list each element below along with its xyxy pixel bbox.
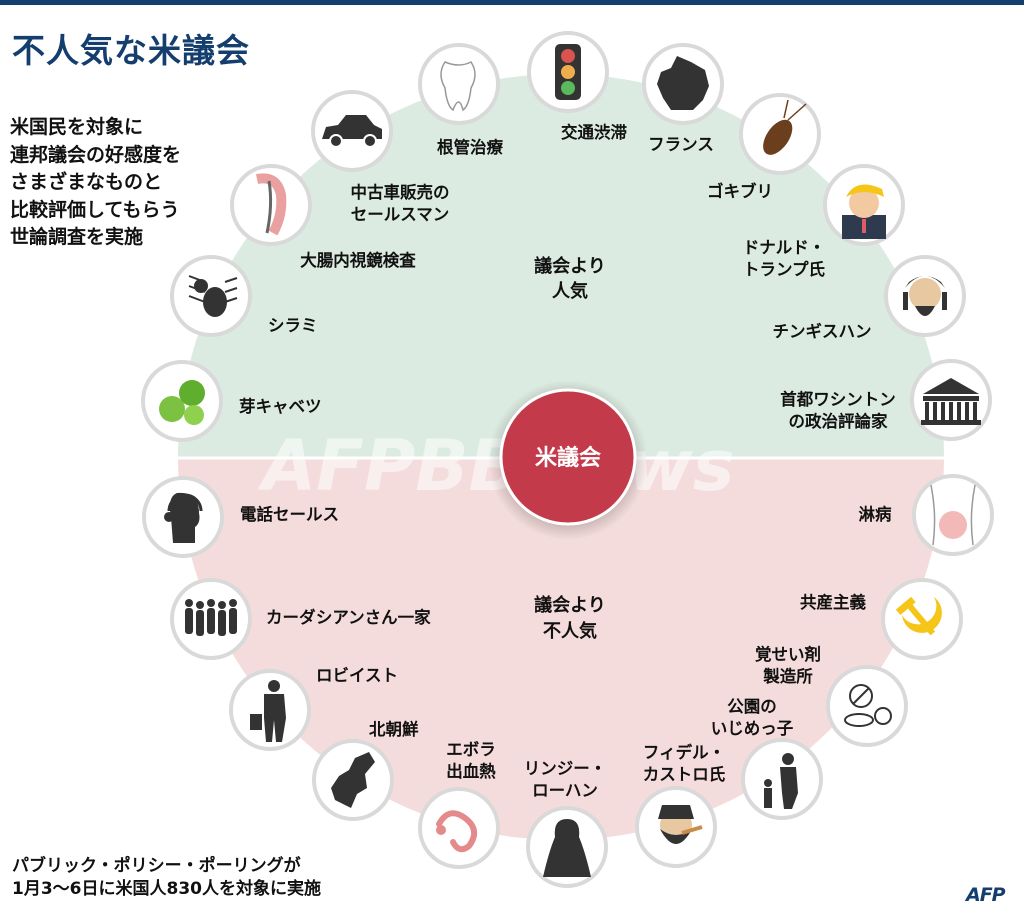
item-label: 根管治療 (437, 137, 504, 157)
more-popular-item: チンギスハン (773, 255, 966, 341)
brussels-sprouts-icon (159, 380, 205, 425)
item-label: セールスマン (351, 205, 450, 224)
ebola-virus-icon (436, 810, 478, 853)
item-label: カーダシアンさん一家 (266, 607, 431, 627)
item-label: いじめっ子 (711, 719, 794, 738)
survey-footnote: パブリック・ポリシー・ポーリングが 1月3〜6日に米国人830人を対象に実施 (12, 856, 321, 899)
genghis-khan-icon (903, 276, 947, 316)
item-label: の政治評論家 (789, 411, 889, 431)
family-group-icon (185, 599, 237, 636)
item-label: 淋病 (859, 504, 893, 524)
tooth-icon (440, 61, 476, 112)
more-popular-item: ドナルド・トランプ氏 (743, 164, 905, 279)
item-label: フィデル・ (643, 742, 725, 762)
item-label: ドナルド・ (743, 238, 826, 257)
item-label: ローハン (532, 781, 598, 800)
afp-logo: AFP (966, 884, 1006, 906)
item-label: フランス (648, 135, 714, 154)
ranked-items: 交通渋滞フランスゴキブリドナルド・トランプ氏チンギスハン首都ワシントンの政治評論… (141, 31, 994, 888)
item-label: ロビイスト (316, 666, 398, 685)
north-korea-map-icon (331, 752, 375, 808)
more-popular-item: 大腸内視鏡検査 (230, 164, 416, 270)
item-label: トランプ氏 (743, 259, 826, 279)
less-popular-item: ロビイスト (229, 666, 398, 751)
item-label: 交通渋滞 (561, 122, 628, 142)
bully-icon (764, 753, 798, 809)
item-label: 大腸内視鏡検査 (300, 250, 416, 270)
donald-trump-icon (842, 184, 886, 239)
france-map-icon (657, 56, 709, 110)
item-icon-ring (418, 787, 500, 869)
colonoscopy-icon (256, 173, 287, 236)
item-label: 出血熱 (446, 761, 496, 781)
less-popular-heading-line2: 不人気 (543, 620, 597, 642)
item-label: 首都ワシントン (780, 389, 896, 409)
less-popular-item: カーダシアンさん一家 (170, 578, 431, 660)
more-popular-heading-line1: 議会より (534, 255, 606, 277)
item-label: 覚せい剤 (755, 644, 821, 664)
fidel-castro-icon (658, 805, 703, 844)
more-popular-item: フランス (642, 43, 724, 154)
item-label: カストロ氏 (643, 765, 726, 784)
less-popular-item: 共産主義 (800, 578, 963, 660)
more-popular-item: 芽キャベツ (141, 360, 322, 442)
less-popular-item: 北朝鮮 (312, 719, 419, 821)
cockroach-icon (763, 99, 807, 155)
item-label: エボラ (446, 740, 496, 759)
item-label: 共産主義 (800, 592, 867, 612)
item-label: 公園の (727, 697, 777, 716)
less-popular-item: 電話セールス (142, 476, 339, 558)
item-label: チンギスハン (773, 322, 872, 341)
abdomen-icon (930, 484, 976, 546)
intro-text: 米国民を対象に 連邦議会の好感度を さまざまなものと 比較評価してもらう 世論調… (10, 116, 182, 248)
more-popular-item: シラミ (170, 255, 318, 337)
top-rule (0, 0, 1024, 5)
congress-label: 米議会 (535, 445, 601, 471)
car-icon (322, 115, 382, 148)
less-popular-item: リンジー・ローハン (524, 759, 608, 888)
traffic-light-icon (555, 44, 581, 100)
congress-circle (499, 388, 637, 526)
less-popular-item: 淋病 (859, 474, 994, 556)
item-label: 中古車販売の (351, 182, 450, 202)
hammer-sickle-icon (895, 596, 942, 636)
less-popular-heading-line1: 議会より (534, 594, 606, 616)
less-popular-item: フィデル・カストロ氏 (635, 742, 726, 868)
more-popular-heading-line2: 人気 (552, 280, 588, 302)
item-label: 電話セールス (240, 504, 339, 524)
item-label: リンジー・ (524, 759, 607, 778)
telemarketer-icon (164, 492, 203, 543)
woman-silhouette-icon (543, 819, 591, 877)
item-label: ゴキブリ (707, 181, 773, 201)
page-title: 不人気な米議会 (12, 31, 250, 70)
white-house-icon (921, 378, 981, 425)
item-label: 芽キャベツ (239, 396, 322, 416)
item-label: 製造所 (762, 666, 813, 686)
more-popular-item: 交通渋滞 (527, 31, 628, 142)
pills-icon (844, 684, 892, 727)
more-popular-item: 根管治療 (418, 43, 504, 157)
item-label: 北朝鮮 (369, 719, 419, 739)
lobbyist-icon (250, 680, 286, 742)
more-popular-item: ゴキブリ (707, 93, 821, 201)
item-label: シラミ (268, 316, 318, 335)
louse-icon (188, 275, 238, 317)
